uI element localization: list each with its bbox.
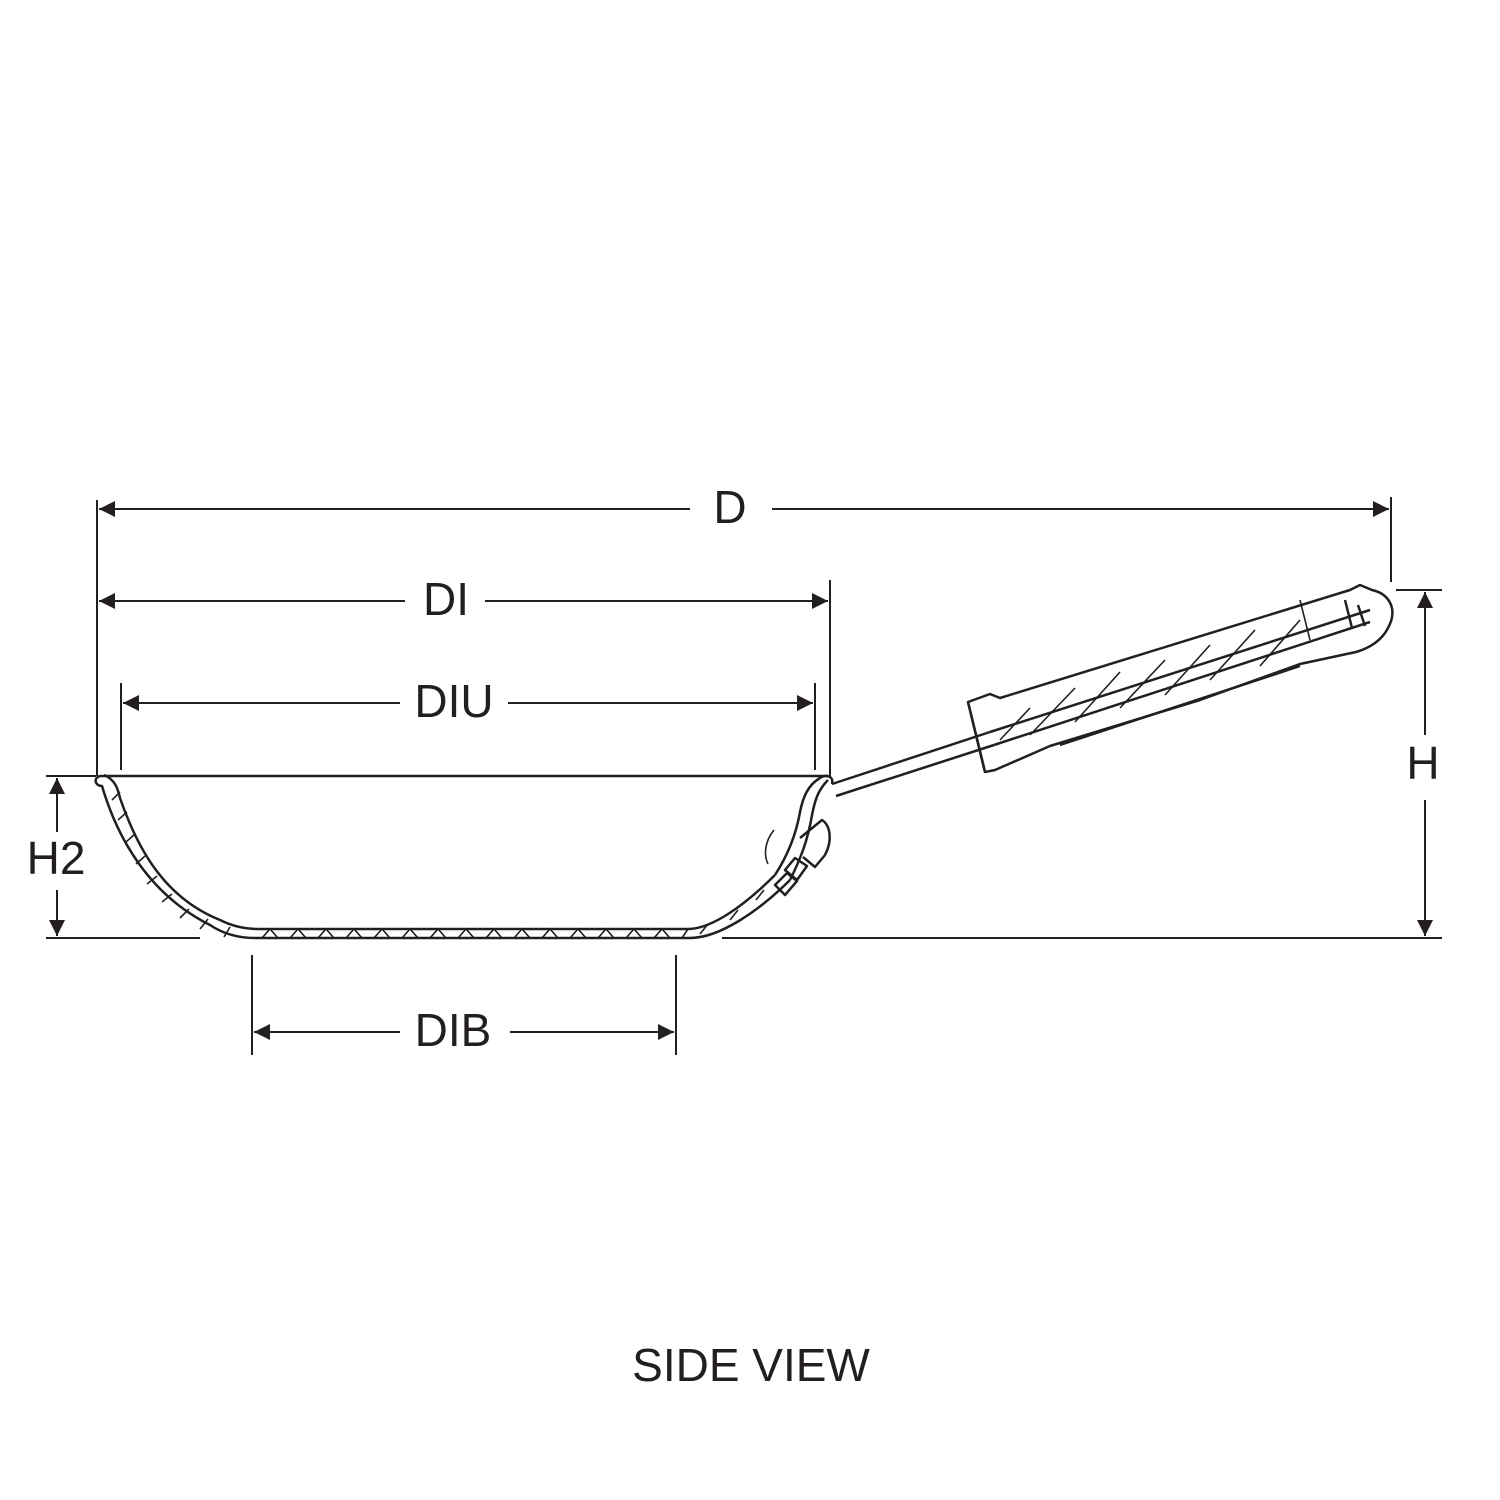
dimension-label-d: D [713,481,746,533]
dimension-d: D [96,481,1392,776]
dimension-label-h: H [1406,737,1439,789]
dimension-di: DI [99,573,831,776]
dimension-h2: H2 [27,775,96,936]
view-title: SIDE VIEW [632,1339,870,1391]
dimension-label-h2: H2 [27,832,86,884]
pan-body [94,773,828,940]
dimension-label-diu: DIU [414,675,493,727]
dimension-label-dib: DIB [415,1004,492,1056]
handle-bracket [764,774,834,897]
dimension-h: H [1396,589,1442,936]
dimension-diu: DIU [120,675,816,770]
pan-handle [831,583,1394,798]
dimension-dib: DIB [251,955,677,1056]
dimension-label-di: DI [423,573,469,625]
